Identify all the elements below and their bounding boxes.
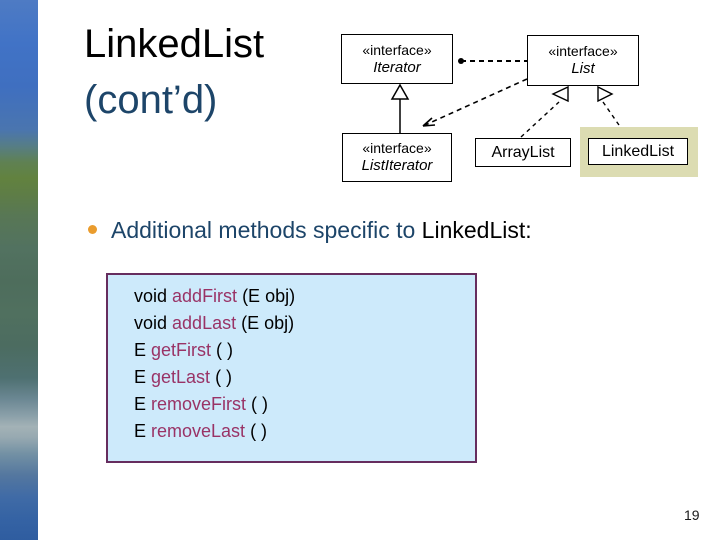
- method-params: ( ): [246, 394, 269, 414]
- method-params: ( ): [211, 340, 234, 360]
- method-params: (E obj): [237, 286, 296, 306]
- list-name: List: [571, 60, 595, 77]
- uml-connector-lines: [390, 58, 629, 139]
- uml-box-list: «interface» List: [527, 35, 639, 86]
- uml-box-linkedlist: LinkedList: [588, 138, 688, 165]
- generalization-listiterator-to-iterator: [390, 83, 410, 133]
- listiterator-name: ListIterator: [361, 157, 433, 174]
- method-name: getFirst: [151, 340, 212, 360]
- method-line: E getFirst ( ): [134, 337, 475, 364]
- method-return-type: E: [134, 421, 152, 441]
- list-stereotype: «interface»: [548, 43, 618, 59]
- method-name: addLast: [172, 313, 237, 333]
- arraylist-name: ArrayList: [491, 143, 555, 161]
- iterator-name: Iterator: [373, 58, 421, 76]
- method-params: ( ): [210, 367, 233, 387]
- bullet-icon: [88, 225, 97, 234]
- method-line: E removeFirst ( ): [134, 391, 475, 418]
- method-line: E getLast ( ): [134, 364, 475, 391]
- method-line: void addFirst (E obj): [134, 283, 475, 310]
- bullet-text: Additional methods specific to LinkedLis…: [111, 215, 532, 245]
- page-number: 19: [684, 507, 700, 523]
- methods-code-box: void addFirst (E obj) void addLast (E ob…: [106, 273, 477, 463]
- method-name: removeLast: [151, 421, 246, 441]
- method-params: (E obj): [236, 313, 295, 333]
- slide-title: LinkedList (cont’d): [84, 16, 264, 128]
- dependency-list-to-listiterator: [422, 78, 528, 127]
- uml-box-arraylist: ArrayList: [475, 138, 571, 167]
- photo-strip: [0, 0, 38, 540]
- title-line2: (cont’d): [84, 78, 218, 122]
- method-name: removeFirst: [151, 394, 247, 414]
- method-line: E removeLast ( ): [134, 418, 475, 445]
- uml-class-diagram: «interface» Iterator «interface» List «i…: [0, 0, 720, 200]
- method-return-type: E: [134, 367, 152, 387]
- realization-arraylist-to-list: [520, 85, 569, 138]
- bullet-code-term: LinkedList:: [421, 217, 532, 243]
- realization-linkedlist-to-list: [597, 85, 629, 139]
- bullet-text-main: Additional methods specific to: [111, 217, 422, 243]
- method-name: getLast: [151, 367, 211, 387]
- method-return-type: void: [134, 286, 173, 306]
- uml-box-iterator: «interface» Iterator: [341, 34, 453, 84]
- linkedlist-name: LinkedList: [601, 142, 675, 160]
- method-name: addFirst: [172, 286, 238, 306]
- method-line: void addLast (E obj): [134, 310, 475, 337]
- method-return-type: E: [134, 340, 152, 360]
- uml-box-listiterator: «interface» ListIterator: [342, 133, 452, 182]
- method-return-type: void: [134, 313, 173, 333]
- method-params: ( ): [245, 421, 268, 441]
- title-line1: LinkedList: [84, 22, 265, 66]
- method-return-type: E: [134, 394, 152, 414]
- bullet-item: Additional methods specific to LinkedLis…: [88, 215, 532, 245]
- listiterator-stereotype: «interface»: [362, 140, 432, 156]
- dependency-list-to-iterator: [458, 58, 527, 64]
- iterator-stereotype: «interface»: [362, 41, 432, 58]
